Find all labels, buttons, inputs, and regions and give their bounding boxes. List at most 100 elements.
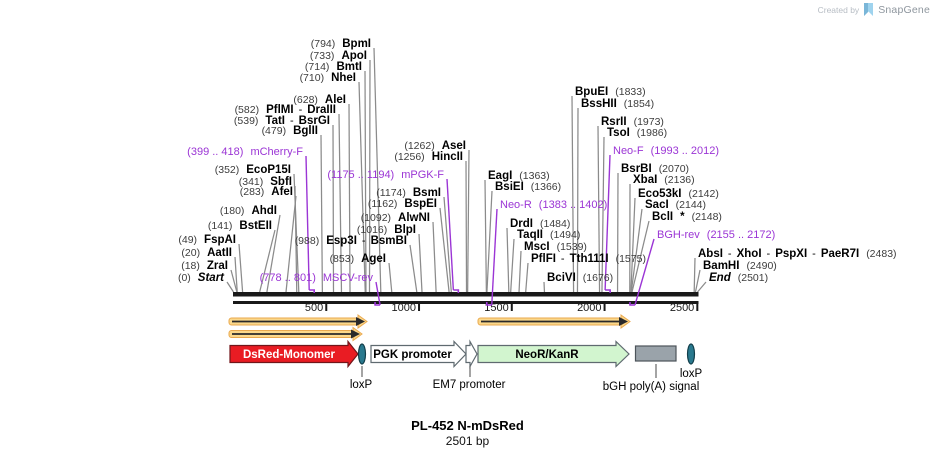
enzyme-label-ecop15i: (352)EcoP15I	[215, 164, 291, 176]
svg-text:bGH poly(A) signal: bGH poly(A) signal	[603, 381, 700, 393]
enzyme-site-line-bmti	[364, 70, 367, 293]
enzyme-site-line-agei	[388, 262, 393, 293]
enzyme-site-line-msci	[518, 250, 522, 293]
enzyme-site-line-ahdi	[266, 214, 281, 293]
enzyme-site-line-pflmi-draiii	[338, 113, 343, 293]
enzyme-label-absi-xhoi-pspxi-paer7i: AbsI-XhoI-PspXI-PaeR7I(2483)	[698, 248, 897, 260]
orf-arrow-2	[228, 326, 363, 342]
svg-text:(399 .. 418)mCherry-F: (399 .. 418)mCherry-F	[187, 146, 303, 158]
enzyme-label-hincii: (1256)HincII	[394, 151, 463, 163]
feature-pgk-promoter: PGK promoter	[370, 340, 467, 368]
enzyme-site-line-tati-bsrgi	[332, 124, 335, 293]
enzyme-label-afei: (283)AfeI	[240, 186, 293, 198]
orf-arrow-3	[477, 314, 631, 329]
enzyme-label-zrai: (18)ZraI	[181, 260, 228, 272]
ruler-label-2000: 2000	[577, 302, 601, 314]
title-block: PL-452 N-mDsRed 2501 bp	[0, 418, 935, 448]
enzyme-label-bsshii: BssHII(1854)	[581, 98, 654, 110]
enzyme-label-bamhi: BamHI(2490)	[703, 260, 777, 272]
enzyme-site-line-blpi	[418, 233, 423, 293]
svg-text:NeoR/KanR: NeoR/KanR	[515, 349, 579, 361]
enzyme-label-bpuei: BpuEI(1833)	[575, 86, 646, 98]
enzyme-site-line-rsrii	[597, 125, 601, 293]
enzyme-label-agei: (853)AgeI	[330, 253, 386, 265]
primer-bgh-rev: BGH-rev(2155 .. 2172)	[629, 229, 775, 306]
enzyme-site-line-bglii	[320, 134, 323, 293]
enzyme-site-line-asei	[467, 149, 470, 293]
enzyme-label-start: (0)Start	[178, 272, 225, 284]
enzyme-label-pflmi-draiii: (582)PflMI-DraIII	[235, 104, 336, 116]
enzyme-label-tsoi: TsoI(1986)	[607, 127, 667, 139]
sequence-bar	[233, 292, 699, 297]
ruler-label-500: 500	[305, 302, 323, 314]
primer-neo-r: Neo-R(1383 .. 1402)	[485, 199, 607, 306]
enzyme-site-line-bsteii	[259, 229, 276, 293]
enzyme-label-alwni: (1092)AlwNI	[361, 212, 430, 224]
enzyme-label-tati-bsrgi: (539)TatI-BsrGI	[234, 115, 330, 127]
enzyme-site-line-start	[226, 281, 235, 293]
enzyme-label-blpi: (1016)BlpI	[357, 224, 416, 236]
enzyme-site-line-bcli	[631, 220, 650, 293]
enzyme-site-line-bpmi	[373, 47, 382, 293]
enzyme-label-bmti: (714)BmtI	[305, 61, 362, 73]
enzyme-site-line-nhei	[358, 81, 366, 293]
enzyme-label-end: End(2501)	[709, 272, 768, 284]
enzyme-label-xbai: XbaI(2136)	[633, 174, 695, 186]
enzyme-site-line-bsshii	[576, 107, 579, 293]
enzyme-label-bglii: (479)BglII	[262, 125, 318, 137]
ruler-label-1500: 1500	[484, 302, 508, 314]
primer-neo-f: Neo-F(1993 .. 2012)	[604, 145, 719, 293]
enzyme-label-nhei: (710)NheI	[300, 72, 356, 84]
enzyme-site-line-drdi	[506, 227, 510, 293]
svg-text:Neo-R(1383 .. 1402): Neo-R(1383 .. 1402)	[500, 199, 607, 211]
plasmid-title: PL-452 N-mDsRed	[411, 418, 524, 433]
enzyme-site-line-pflfi-tth111i	[525, 262, 529, 293]
enzyme-label-bcivi: BciVI(1676)	[547, 272, 613, 284]
watermark-brand: SnapGene	[878, 4, 930, 16]
enzyme-label-msci: MscI(1539)	[524, 241, 587, 253]
feature-loxp	[357, 343, 367, 365]
feature-neor-kanr: NeoR/KanR	[477, 340, 630, 368]
enzyme-label-bspei: (1162)BspEI	[368, 198, 437, 210]
enzyme-label-bcli: BclI*(2148)	[652, 211, 722, 223]
enzyme-label-bsteii: (141)BstEII	[208, 220, 272, 232]
enzyme-label-bsrbi: BsrBI(2070)	[621, 163, 689, 175]
enzyme-site-line-aatii	[234, 256, 238, 293]
svg-text:loxP: loxP	[680, 368, 703, 380]
enzyme-site-line-apoi	[368, 59, 371, 293]
enzyme-label-eco53ki: Eco53kI(2142)	[638, 188, 719, 200]
enzyme-site-line-afei	[285, 195, 297, 293]
plasmid-size: 2501 bp	[445, 434, 490, 448]
watermark: Created by SnapGene	[818, 3, 930, 17]
enzyme-site-line-esp3i-bsmbi	[409, 244, 418, 293]
svg-text:loxP: loxP	[350, 379, 373, 391]
enzyme-site-line-eagi	[484, 179, 488, 293]
enzyme-label-fspai: (49)FspAI	[178, 234, 236, 246]
ruler-label-1000: 1000	[392, 302, 416, 314]
enzyme-label-alei: (628)AleI	[293, 94, 346, 106]
enzyme-site-line-bpuei	[571, 95, 575, 293]
enzyme-site-line-bsmi	[443, 196, 452, 293]
watermark-created-by: Created by	[817, 5, 860, 15]
feature-bgh-poly-a-signal	[634, 345, 677, 362]
enzyme-site-line-saci	[630, 208, 643, 293]
svg-text:BGH-rev(2155 .. 2172): BGH-rev(2155 .. 2172)	[657, 229, 775, 241]
primer-mscv-rev: (778 .. 801)MSCV-rev	[260, 272, 381, 306]
enzyme-label-bsmi: (1174)BsmI	[376, 187, 441, 199]
ruler-line	[233, 301, 699, 304]
enzyme-label-asei: (1262)AseI	[404, 140, 466, 152]
orf-arrow-1	[228, 314, 368, 329]
feature-label-em7-promoter: EM7 promoter	[433, 366, 506, 391]
enzyme-site-line-taqii	[510, 238, 515, 293]
enzyme-label-bsiei: BsiEI(1366)	[495, 181, 561, 193]
feature-label-loxp: loxP	[350, 366, 373, 391]
primer-mcherry-f: (399 .. 418)mCherry-F	[187, 146, 315, 293]
feature-label-loxp: loxP	[680, 368, 703, 380]
enzyme-site-line-tsoi	[601, 136, 605, 293]
enzyme-label-bpmi: (794)BpmI	[311, 38, 371, 50]
feature-loxp	[686, 343, 696, 365]
enzyme-label-aatii: (20)AatII	[181, 247, 232, 259]
svg-text:DsRed-Monomer: DsRed-Monomer	[243, 349, 336, 361]
svg-text:EM7 promoter: EM7 promoter	[433, 379, 506, 391]
